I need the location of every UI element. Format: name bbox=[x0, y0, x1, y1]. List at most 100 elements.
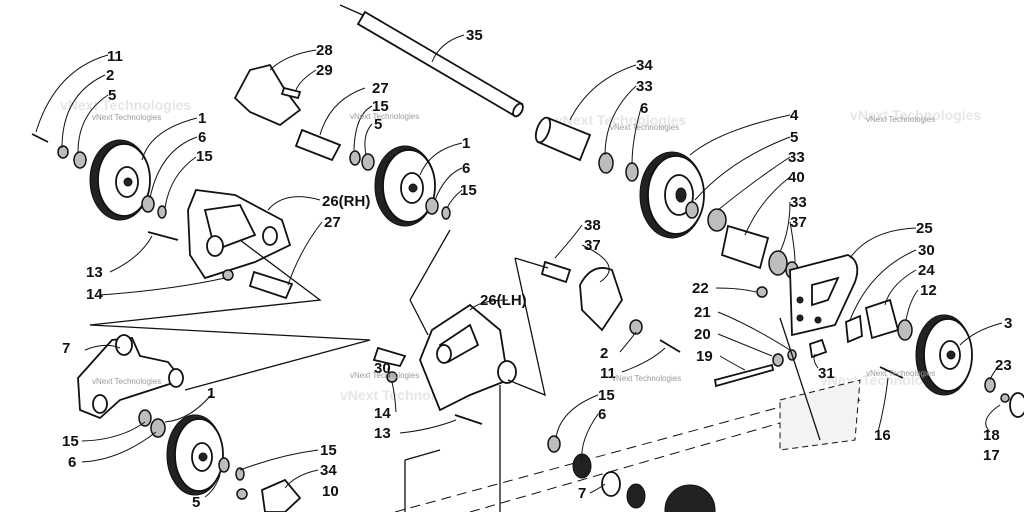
callout-16: 16 bbox=[874, 427, 891, 444]
washer-15 bbox=[547, 435, 561, 453]
wheel-3 bbox=[915, 314, 973, 396]
callout-34: 34 bbox=[320, 462, 337, 479]
spacer-30 bbox=[372, 346, 407, 368]
bracket-28 bbox=[233, 63, 302, 127]
callout-28: 28 bbox=[316, 42, 333, 59]
watermark: vNext Technologies bbox=[350, 112, 419, 121]
callout-24: 24 bbox=[918, 262, 935, 279]
callout-11: 11 bbox=[600, 365, 616, 382]
callout-5: 5 bbox=[108, 87, 116, 104]
bolt-11 bbox=[659, 339, 681, 353]
callout-32: 31 bbox=[818, 365, 835, 382]
callout-27: 27 bbox=[372, 80, 389, 97]
callout-15: 15 bbox=[460, 182, 477, 199]
watermark-text: vNext Technologies vNext Technologies vN… bbox=[92, 112, 935, 386]
callout-14: 14 bbox=[374, 405, 391, 422]
washer-15 bbox=[441, 206, 451, 220]
spacer-33 bbox=[598, 152, 614, 174]
callout-7: 7 bbox=[578, 485, 586, 502]
washer-23 bbox=[984, 377, 996, 393]
callout-38: 37 bbox=[584, 237, 601, 254]
leader-lines bbox=[35, 34, 1003, 498]
callout-23: 23 bbox=[995, 357, 1012, 374]
callout-33: 33 bbox=[788, 149, 805, 166]
callout-6: 6 bbox=[598, 406, 606, 423]
callout-33: 33 bbox=[636, 78, 653, 95]
bolt-16 bbox=[879, 366, 904, 379]
hub-24 bbox=[864, 298, 900, 340]
watermark: vNext Technologies bbox=[92, 377, 161, 386]
cap-18 bbox=[1009, 392, 1024, 418]
callout-31: 30 bbox=[918, 242, 935, 259]
callout-10: 10 bbox=[322, 483, 339, 500]
watermark: vNext Technologies bbox=[610, 123, 679, 132]
pin-39 bbox=[540, 260, 572, 284]
callout-20: 20 bbox=[694, 326, 711, 343]
callout-3: 3 bbox=[1004, 315, 1012, 332]
callout-15: 15 bbox=[598, 387, 615, 404]
callout-15: 15 bbox=[196, 148, 213, 165]
callout-11: 11 bbox=[107, 48, 123, 65]
wheel-bottom bbox=[664, 484, 716, 517]
callout-6: 6 bbox=[198, 129, 206, 146]
callout-labels: 11 2 5 1 6 15 13 14 26(RH) 27 28 29 27 1… bbox=[62, 27, 1012, 511]
watermark-bg: vNext Technologies bbox=[555, 112, 686, 128]
watermark: vNext Technologies bbox=[92, 113, 161, 122]
washer-6 bbox=[425, 197, 439, 215]
callout-5: 5 bbox=[374, 116, 382, 133]
callout-39: 38 bbox=[584, 217, 601, 234]
nut-14 bbox=[222, 269, 234, 281]
bearing-5 bbox=[73, 151, 87, 169]
callout-14: 14 bbox=[86, 286, 103, 303]
washer-6 bbox=[625, 162, 639, 182]
bolt-11 bbox=[31, 133, 49, 143]
nut bbox=[236, 488, 248, 500]
spacer-33 bbox=[768, 250, 788, 276]
callout-9: 7 bbox=[62, 340, 70, 357]
watermark-bg: vNext Technologies bbox=[850, 107, 981, 123]
callout-5: 5 bbox=[790, 129, 798, 146]
callout-26-lh: 26(LH) bbox=[480, 292, 527, 309]
callout-5: 5 bbox=[192, 494, 200, 511]
watermark: vNext Technologies bbox=[612, 374, 681, 383]
callout-15: 15 bbox=[62, 433, 79, 450]
parts-layer bbox=[31, 4, 1024, 517]
spacer bbox=[626, 483, 646, 509]
callout-29: 29 bbox=[316, 62, 333, 79]
bolt-13 bbox=[454, 414, 483, 425]
bearing-5 bbox=[685, 201, 699, 219]
callout-2: 2 bbox=[600, 345, 608, 362]
callout-27: 27 bbox=[324, 214, 341, 231]
callout-19: 19 bbox=[696, 348, 713, 365]
callout-4: 4 bbox=[790, 107, 799, 124]
callout-6: 6 bbox=[68, 454, 76, 471]
callout-33: 33 bbox=[790, 194, 807, 211]
bracket-plate-25 bbox=[789, 254, 859, 337]
bearing-5 bbox=[361, 153, 375, 171]
washer-12 bbox=[897, 319, 913, 341]
hub-34 bbox=[261, 478, 302, 513]
clip-7 bbox=[601, 471, 621, 497]
washer-15 bbox=[138, 409, 152, 427]
guide-block-38 bbox=[579, 267, 623, 332]
bracket-26-rh bbox=[187, 189, 292, 280]
callout-6: 6 bbox=[462, 160, 470, 177]
clamp-31 bbox=[845, 314, 863, 344]
spacer-27 bbox=[248, 270, 294, 300]
callout-6: 6 bbox=[640, 100, 648, 117]
spacer-32 bbox=[808, 338, 828, 359]
wheel-1-top-mid bbox=[374, 145, 436, 227]
washer-15 bbox=[349, 150, 361, 166]
callout-35: 34 bbox=[636, 57, 653, 74]
bearing-5 bbox=[218, 457, 230, 473]
washer-6 bbox=[150, 418, 166, 438]
callout-13: 13 bbox=[374, 425, 391, 442]
callout-1: 1 bbox=[462, 135, 470, 152]
arm-9 bbox=[77, 334, 184, 420]
washer-15 bbox=[157, 205, 167, 219]
watermark: vNext Technologies bbox=[866, 369, 935, 378]
callout-18: 18 bbox=[983, 427, 1000, 444]
callout-21: 21 bbox=[694, 304, 711, 321]
